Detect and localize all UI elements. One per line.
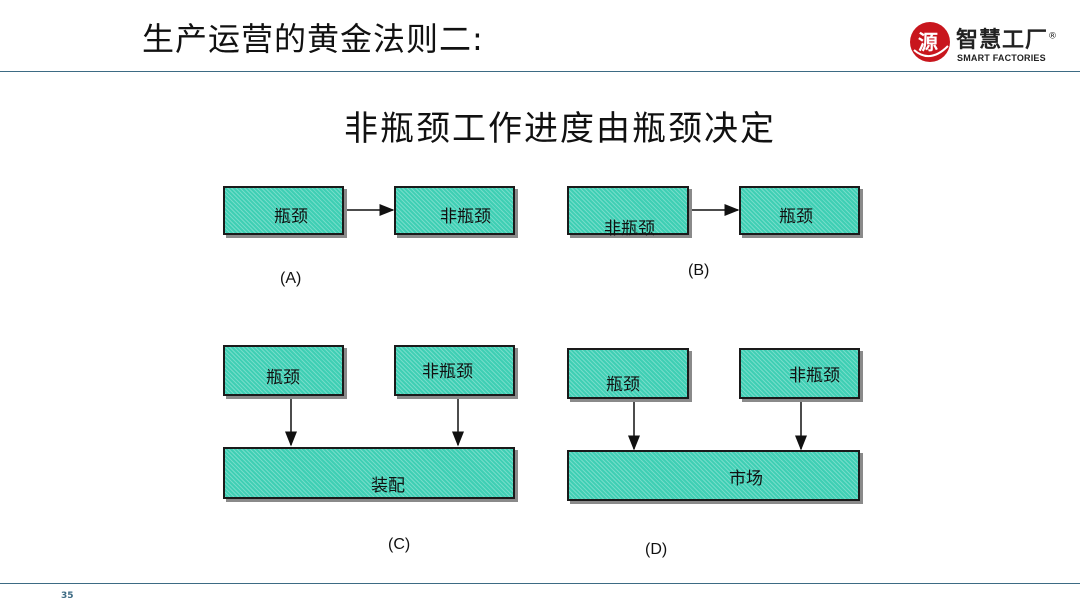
diagram-c-assembly-box: 装配 [223,447,515,499]
page-number: 35 [61,591,74,601]
diagram-d-caption: (D) [645,541,668,558]
diagram-c-caption: (C) [388,536,411,553]
diagram-d-market-label: 市场 [729,469,763,489]
diagram-b-bottleneck-label: 瓶颈 [779,207,813,227]
diagram-a-caption: (A) [280,270,302,287]
brand-logo: 源 智慧工厂® SMART FACTORIES [908,16,1068,68]
logo-name-cn-text: 智慧工厂 [956,28,1049,53]
diagram-a-bottleneck-box: 瓶颈 [223,186,344,235]
header-divider [0,71,1080,72]
logo-mark-icon: 源 [910,22,950,62]
diagram-a-non-bottleneck-label: 非瓶颈 [440,207,491,227]
logo-registered-mark: ® [1048,31,1059,42]
diagram-c-bottleneck-box: 瓶颈 [223,345,344,396]
diagram-a-non-bottleneck-box: 非瓶颈 [394,186,515,235]
diagram-a-bottleneck-label: 瓶颈 [274,207,308,227]
slide-title: 生产运营的黄金法则二: [142,20,484,58]
logo-name-cn: 智慧工厂® [956,22,1058,54]
diagram-c-non-bottleneck-label: 非瓶颈 [422,362,473,382]
diagram-d-bottleneck-box: 瓶颈 [567,348,689,399]
diagram-b-bottleneck-box: 瓶颈 [739,186,860,235]
diagram-b-caption: (B) [688,262,710,279]
diagram-d-market-box: 市场 [567,450,860,501]
diagram-title: 非瓶颈工作进度由瓶颈决定 [344,109,776,149]
diagram-d-bottleneck-label: 瓶颈 [606,375,640,395]
diagram-d-non-bottleneck-label: 非瓶颈 [789,366,840,386]
diagram-d-non-bottleneck-box: 非瓶颈 [739,348,860,399]
logo-name-en: SMART FACTORIES [957,53,1046,63]
diagram-b-non-bottleneck-label: 非瓶颈 [604,219,655,239]
diagram-c-bottleneck-label: 瓶颈 [266,368,300,388]
footer-divider [0,583,1080,584]
diagram-b-non-bottleneck-box: 非瓶颈 [567,186,689,239]
diagram-c-assembly-label: 装配 [371,476,405,496]
diagram-c-non-bottleneck-box: 非瓶颈 [394,345,515,396]
logo-mark-text: 源 [918,30,938,54]
